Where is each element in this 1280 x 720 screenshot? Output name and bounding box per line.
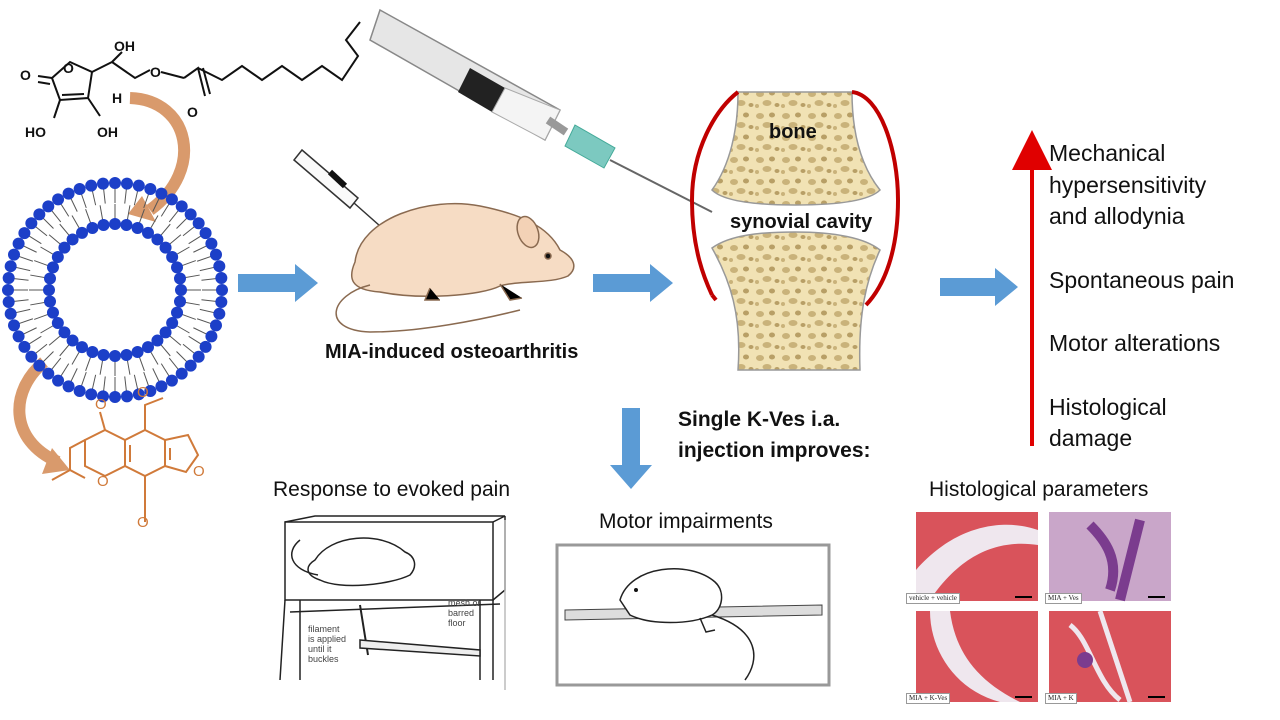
effect-line: Spontaneous pain — [1049, 266, 1235, 293]
chem-oxygen-label: O — [20, 67, 31, 83]
beam-walk-apparatus — [555, 543, 831, 687]
motor-impairments-title: Motor impairments — [599, 510, 773, 533]
bone-label: bone — [769, 121, 817, 143]
treatment-label-line2: injection improves: — [678, 439, 871, 462]
von-frey-apparatus — [279, 515, 506, 681]
khellin-oxygen-label: O — [137, 384, 149, 401]
chem-oxygen-label: O — [187, 104, 198, 120]
joint-diagram — [689, 90, 901, 371]
histology-caption: MIA + Ves — [1045, 593, 1082, 604]
large-syringe — [369, 8, 713, 213]
filament-label: filament is applied until it buckles — [308, 624, 347, 664]
chem-hydroxyl-label: OH — [97, 124, 118, 140]
chem-oxygen-label: O — [63, 60, 74, 76]
effect-spacer — [1049, 296, 1234, 328]
effect-line: and allodynia — [1049, 203, 1185, 229]
model-label: MIA-induced osteoarthritis — [325, 341, 579, 363]
histology-caption: MIA + K-Ves — [906, 693, 951, 704]
chem-hydroxyl-label: HO — [25, 124, 46, 140]
khellin-structure — [51, 397, 200, 522]
evoked-pain-title: Response to evoked pain — [273, 478, 510, 501]
vesicle-icon — [2, 177, 228, 403]
khellin-oxygen-label: O — [97, 473, 109, 490]
effect-line: damage — [1049, 425, 1133, 451]
khellin-oxygen-label: O — [95, 396, 107, 413]
chem-hydrogen-label: H — [112, 90, 123, 106]
effect-line: Motor alterations — [1049, 330, 1221, 356]
histology-caption: MIA + K — [1045, 693, 1077, 704]
effect-spacer — [1049, 233, 1234, 265]
curve-arrow-bottom — [13, 357, 61, 468]
effects-list: Mechanical hypersensitivity and allodyni… — [1049, 138, 1234, 455]
effect-line: Histological — [1049, 393, 1167, 420]
chem-hydroxyl-label: OH — [114, 38, 135, 54]
khellin-oxygen-label: O — [137, 514, 149, 531]
histology-title: Histological parameters — [929, 478, 1149, 501]
treatment-label-line1: Single K-Ves i.a. — [678, 408, 841, 431]
mesh-floor-label: mesh or barred floor — [448, 598, 481, 628]
flow-arrows — [238, 264, 1018, 489]
effect-line: hypersensitivity — [1049, 171, 1207, 198]
khellin-oxygen-label: O — [193, 463, 205, 480]
small-syringe — [292, 148, 381, 227]
rat-icon — [335, 202, 575, 333]
chem-oxygen-label: O — [150, 64, 161, 80]
effect-line: Mechanical — [1049, 140, 1166, 166]
synovial-cavity-label: synovial cavity — [730, 211, 873, 233]
effect-spacer — [1049, 360, 1234, 392]
histology-panels — [916, 512, 1171, 703]
histology-caption: vehicle + vehicle — [906, 593, 960, 604]
ascorbyl-structure — [37, 21, 361, 119]
